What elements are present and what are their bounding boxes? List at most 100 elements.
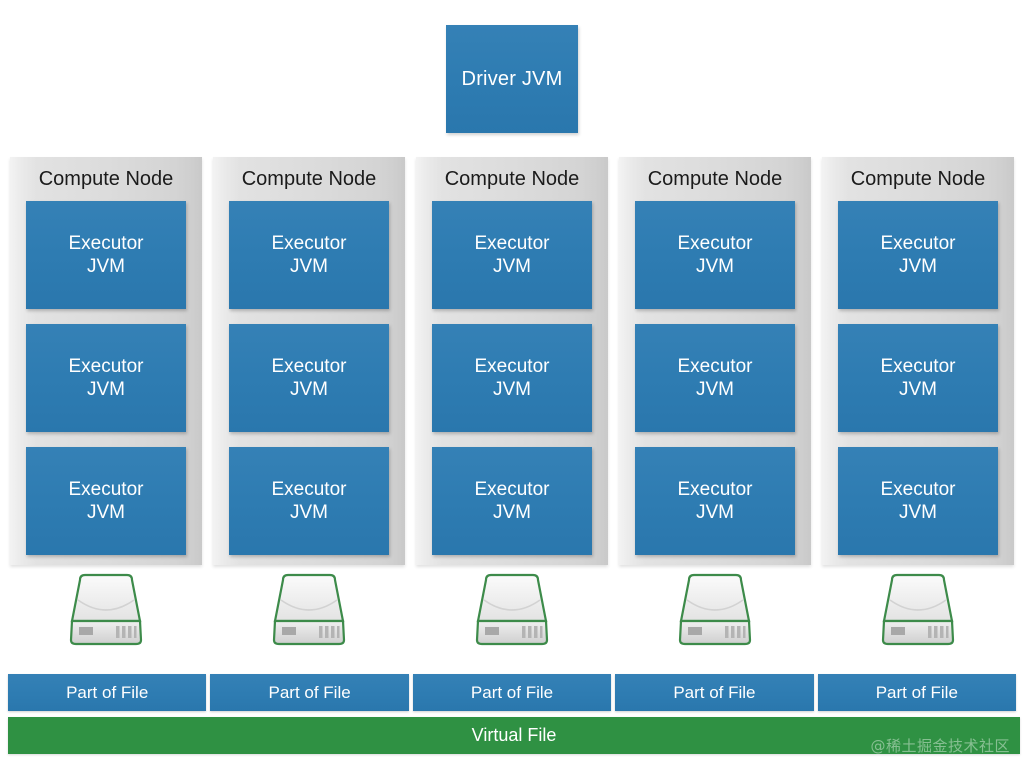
executor-jvm-box: Executor JVM xyxy=(229,447,389,555)
executor-jvm-box: Executor JVM xyxy=(432,201,592,309)
executor-jvm-box: Executor JVM xyxy=(26,324,186,432)
disk-icon xyxy=(272,573,346,646)
part-of-file-bar-3: Part of File xyxy=(412,674,612,711)
executor-jvm-label: Executor JVM xyxy=(881,355,956,401)
executor-jvm-label: Executor JVM xyxy=(272,478,347,524)
compute-node-5: Compute Node Executor JVM Executor JVM xyxy=(822,157,1014,565)
executor-label-line1: Executor xyxy=(271,478,347,500)
compute-node-title: Compute Node xyxy=(647,168,783,190)
executor-jvm-label: Executor JVM xyxy=(69,232,144,278)
executor-label-line1: Executor xyxy=(271,232,347,254)
executor-label-line2: JVM xyxy=(289,256,328,277)
executor-label-line2: JVM xyxy=(86,256,125,277)
executor-jvm-label: Executor JVM xyxy=(272,232,347,278)
disk-icon xyxy=(678,573,752,646)
executor-list: Executor JVM Executor JVM Executor JVM xyxy=(432,201,592,555)
executor-label-line2: JVM xyxy=(898,502,937,523)
executor-label-line2: JVM xyxy=(695,502,734,523)
executor-label-line1: Executor xyxy=(474,232,550,254)
executor-jvm-box: Executor JVM xyxy=(229,201,389,309)
compute-node-title: Compute Node xyxy=(38,168,174,190)
executor-jvm-box: Executor JVM xyxy=(229,324,389,432)
part-of-file-bar-4: Part of File xyxy=(615,674,814,711)
executor-jvm-box: Executor JVM xyxy=(432,447,592,555)
executor-jvm-label: Executor JVM xyxy=(678,478,753,524)
compute-node-title: Compute Node xyxy=(444,168,580,190)
executor-label-line1: Executor xyxy=(474,478,550,500)
executor-label-line2: JVM xyxy=(898,379,937,400)
executor-jvm-label: Executor JVM xyxy=(272,355,347,401)
compute-node-1: Compute Node Executor JVM Executor JVM xyxy=(10,157,202,565)
executor-list: Executor JVM Executor JVM Executor JVM xyxy=(838,201,998,555)
compute-node-4: Compute Node Executor JVM Executor JVM xyxy=(619,157,811,565)
executor-jvm-label: Executor JVM xyxy=(69,355,144,401)
disk-cell-1 xyxy=(10,572,202,662)
executor-jvm-label: Executor JVM xyxy=(475,478,550,524)
virtual-file-bar: Virtual File xyxy=(8,717,1020,754)
executor-label-line2: JVM xyxy=(289,502,328,523)
part-of-file-bar-2: Part of File xyxy=(210,674,409,711)
file-parts-row: Part of File Part of File Part of File P… xyxy=(8,674,1017,711)
executor-label-line1: Executor xyxy=(880,478,956,500)
executor-label-line2: JVM xyxy=(695,379,734,400)
executor-jvm-box: Executor JVM xyxy=(26,201,186,309)
executor-label-line2: JVM xyxy=(86,502,125,523)
executor-label-line1: Executor xyxy=(68,232,144,254)
executor-list: Executor JVM Executor JVM Executor JVM xyxy=(229,201,389,555)
executor-label-line2: JVM xyxy=(492,256,531,277)
driver-jvm-label: Driver JVM xyxy=(461,68,563,90)
part-of-file-label: Part of File xyxy=(875,682,958,702)
executor-jvm-box: Executor JVM xyxy=(635,324,795,432)
executor-label-line1: Executor xyxy=(474,355,550,377)
compute-node-2: Compute Node Executor JVM Executor JVM xyxy=(213,157,405,565)
compute-nodes-row: Compute Node Executor JVM Executor JVM xyxy=(0,157,1024,569)
part-of-file-bar-1: Part of File xyxy=(8,674,207,711)
executor-jvm-label: Executor JVM xyxy=(881,232,956,278)
driver-jvm-box: Driver JVM xyxy=(446,25,578,133)
executor-jvm-box: Executor JVM xyxy=(838,447,998,555)
disk-icon xyxy=(69,573,143,646)
disk-icon xyxy=(881,573,955,646)
executor-label-line2: JVM xyxy=(695,256,734,277)
executor-label-line2: JVM xyxy=(492,502,531,523)
virtual-file-label: Virtual File xyxy=(471,725,557,745)
executor-label-line1: Executor xyxy=(880,232,956,254)
executor-label-line1: Executor xyxy=(68,478,144,500)
part-of-file-label: Part of File xyxy=(673,682,756,702)
disk-icon xyxy=(475,573,549,646)
disk-cell-2 xyxy=(213,572,405,662)
executor-jvm-label: Executor JVM xyxy=(678,355,753,401)
executor-label-line1: Executor xyxy=(880,355,956,377)
executor-jvm-label: Executor JVM xyxy=(678,232,753,278)
executor-jvm-box: Executor JVM xyxy=(635,447,795,555)
executor-label-line1: Executor xyxy=(271,355,347,377)
executor-jvm-label: Executor JVM xyxy=(69,478,144,524)
executor-jvm-box: Executor JVM xyxy=(26,447,186,555)
executor-label-line2: JVM xyxy=(492,379,531,400)
part-of-file-label: Part of File xyxy=(470,682,554,702)
executor-jvm-box: Executor JVM xyxy=(838,324,998,432)
executor-list: Executor JVM Executor JVM Executor JVM xyxy=(635,201,795,555)
executor-label-line1: Executor xyxy=(677,478,753,500)
compute-node-title: Compute Node xyxy=(850,168,986,190)
disk-cell-3 xyxy=(416,572,608,662)
part-of-file-label: Part of File xyxy=(66,682,149,702)
part-of-file-bar-5: Part of File xyxy=(817,674,1017,711)
executor-label-line2: JVM xyxy=(86,379,125,400)
disks-row xyxy=(0,572,1024,662)
part-of-file-label: Part of File xyxy=(268,682,351,702)
executor-jvm-box: Executor JVM xyxy=(432,324,592,432)
compute-node-title: Compute Node xyxy=(241,168,377,190)
executor-jvm-label: Executor JVM xyxy=(475,355,550,401)
executor-jvm-label: Executor JVM xyxy=(475,232,550,278)
disk-cell-4 xyxy=(619,572,811,662)
watermark-text: @稀土掘金技术社区 xyxy=(870,737,1010,755)
executor-label-line1: Executor xyxy=(68,355,144,377)
compute-node-3: Compute Node Executor JVM Executor JVM xyxy=(416,157,608,565)
disk-cell-5 xyxy=(822,572,1014,662)
executor-label-line2: JVM xyxy=(898,256,937,277)
executor-list: Executor JVM Executor JVM Executor JVM xyxy=(26,201,186,555)
executor-jvm-box: Executor JVM xyxy=(838,201,998,309)
executor-jvm-box: Executor JVM xyxy=(635,201,795,309)
